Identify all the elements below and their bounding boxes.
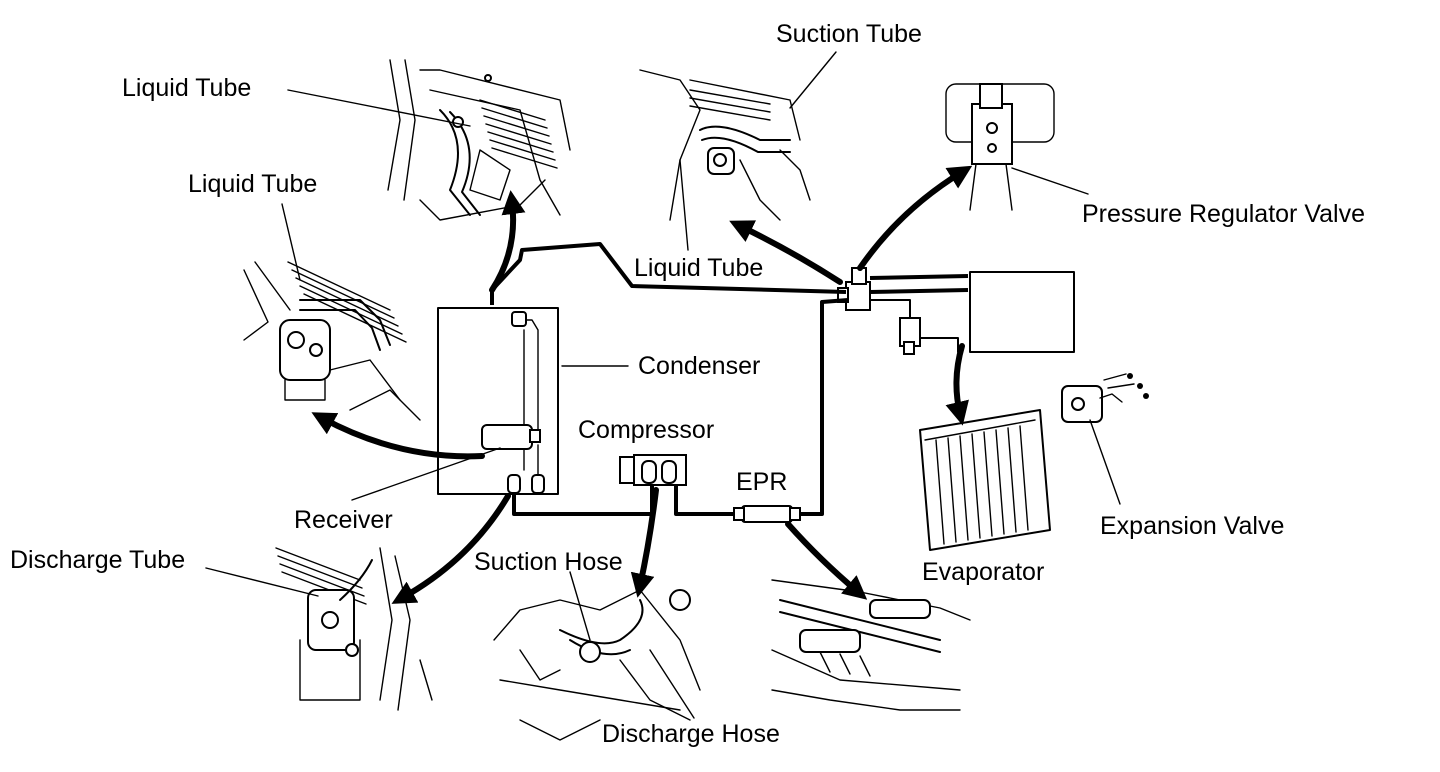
evaporator-fins (935, 425, 1029, 545)
label-discharge-tube: Discharge Tube (10, 546, 185, 574)
arrow-to-liquid-tube-detail (729, 220, 843, 285)
evaporator-core-sketch (919, 409, 1051, 551)
condenser-fins-top (479, 99, 558, 169)
epr-detail-sketch (771, 579, 971, 711)
label-compressor: Compressor (578, 416, 714, 444)
arrow-to-evaporator (945, 343, 969, 426)
callout-arrows (311, 165, 973, 604)
discharge-tube-sketch (275, 547, 433, 711)
condenser (437, 307, 559, 495)
label-expansion-valve: Expansion Valve (1100, 512, 1284, 540)
arrow-to-liquid-tube-top (489, 190, 526, 293)
arrow-to-receiver-detail (311, 412, 485, 460)
epr-valve (733, 505, 801, 523)
label-pressure-regulator-valve: Pressure Regulator Valve (1082, 200, 1365, 228)
label-discharge-hose: Discharge Hose (602, 720, 780, 748)
label-suction-tube: Suction Tube (776, 20, 922, 48)
arrow-to-discharge-tube (391, 493, 511, 604)
label-liquid-tube-top: Liquid Tube (122, 74, 251, 102)
pressure-regulator-sketch (945, 83, 1055, 211)
label-liquid-tube-left: Liquid Tube (188, 170, 317, 198)
label-condenser: Condenser (638, 352, 760, 380)
label-receiver: Receiver (294, 506, 393, 534)
liquid-tube-top-sketch (387, 59, 571, 221)
arrow-to-epr-detail (785, 521, 868, 600)
fins-suction-detail (689, 89, 771, 121)
suction-tube-sketch (639, 69, 811, 221)
label-liquid-tube-center: Liquid Tube (634, 254, 763, 282)
label-evaporator: Evaporator (922, 558, 1044, 586)
expansion-valve-schematic (837, 267, 921, 355)
suction-hose-sketch (493, 589, 701, 741)
expansion-valve-sketch (1061, 373, 1149, 423)
label-epr: EPR (736, 468, 787, 496)
arrow-to-suction-hose (630, 487, 659, 598)
evaporator-box (969, 271, 1075, 353)
receiver-detail-sketch (243, 261, 421, 421)
condenser-fins-left (287, 261, 407, 343)
arrow-to-pressure-regulator (857, 165, 973, 271)
condenser-fins-bottom-left (275, 547, 367, 605)
labels: Suction Tube Liquid Tube Liquid Tube Liq… (10, 20, 1365, 748)
label-suction-hose: Suction Hose (474, 548, 623, 576)
receiver (481, 424, 541, 450)
compressor (619, 454, 687, 486)
condenser-fittings (507, 311, 545, 494)
leader-lines (205, 51, 1121, 719)
